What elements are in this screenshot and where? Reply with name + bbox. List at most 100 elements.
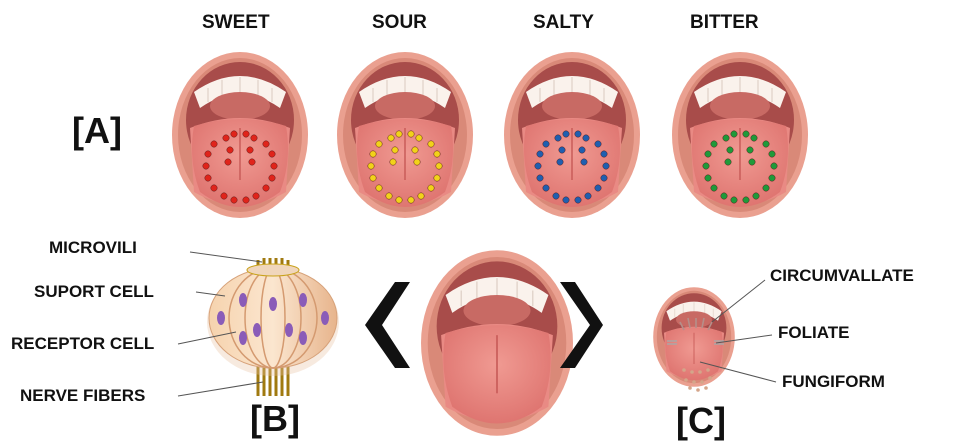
taste-dot <box>223 135 229 141</box>
taste-dot <box>579 147 585 153</box>
taste-dot <box>705 175 711 181</box>
taste-dot <box>263 185 269 191</box>
taste-dot <box>553 193 559 199</box>
taste-dot <box>723 135 729 141</box>
taste-dot <box>225 159 231 165</box>
mouth-center <box>421 250 573 436</box>
taste-dot <box>418 193 424 199</box>
taste-dot <box>392 147 398 153</box>
taste-dot <box>771 163 777 169</box>
taste-dot <box>595 141 601 147</box>
taste-dot <box>396 197 402 203</box>
panel-label-c: [C] <box>676 400 726 442</box>
label-circumvallate: CIRCUMVALLATE <box>770 266 914 286</box>
taste-dot <box>603 163 609 169</box>
taste-dot <box>376 185 382 191</box>
receptor-cell <box>321 311 329 325</box>
taste-dot <box>537 175 543 181</box>
taste-dot <box>368 163 374 169</box>
mouth-salty <box>504 52 640 218</box>
taste-dot <box>414 159 420 165</box>
taste-dot <box>211 141 217 147</box>
taste-dot <box>386 193 392 199</box>
taste-dot <box>436 163 442 169</box>
taste-dot <box>535 163 541 169</box>
taste-dot <box>416 135 422 141</box>
taste-dot <box>388 135 394 141</box>
taste-dot <box>543 185 549 191</box>
taste-dot <box>575 197 581 203</box>
taste-dot <box>390 159 396 165</box>
mouth-bitter <box>672 52 808 218</box>
taste-dot <box>601 175 607 181</box>
chevron-left-icon <box>365 282 410 368</box>
taste-dot <box>749 159 755 165</box>
taste-dot <box>396 131 402 137</box>
taste-dot <box>434 175 440 181</box>
label-nerve-fibers: NERVE FIBERS <box>20 386 145 406</box>
taste-dot <box>205 151 211 157</box>
taste-dot <box>725 159 731 165</box>
taste-dot <box>705 151 711 157</box>
taste-dot <box>581 159 587 165</box>
taste-dot <box>585 193 591 199</box>
receptor-cell <box>239 293 247 307</box>
taste-dot <box>370 151 376 157</box>
taste-dot <box>370 175 376 181</box>
taste-dot <box>559 147 565 153</box>
taste-dot <box>271 163 277 169</box>
mouth-sweet <box>172 52 308 218</box>
panel-label-b: [B] <box>250 398 300 440</box>
taste-dot <box>243 131 249 137</box>
receptor-cell <box>253 323 261 337</box>
taste-dot <box>428 185 434 191</box>
taste-dot <box>227 147 233 153</box>
taste-dot <box>575 131 581 137</box>
taste-dot <box>231 131 237 137</box>
receptor-cell <box>299 293 307 307</box>
taste-dot <box>253 193 259 199</box>
label-microvili: MICROVILI <box>49 238 137 258</box>
taste-dot <box>243 197 249 203</box>
taste-label-sour: SOUR <box>372 12 427 34</box>
taste-dot <box>251 135 257 141</box>
taste-dot <box>211 185 217 191</box>
receptor-cell <box>239 331 247 345</box>
taste-label-bitter: BITTER <box>690 12 759 34</box>
taste-dot <box>557 159 563 165</box>
taste-dot <box>711 185 717 191</box>
taste-dot <box>731 131 737 137</box>
taste-dot <box>205 175 211 181</box>
taste-dot <box>763 141 769 147</box>
taste-dot <box>601 151 607 157</box>
taste-dot <box>563 131 569 137</box>
taste-dot <box>769 175 775 181</box>
taste-label-salty: SALTY <box>533 12 594 34</box>
taste-dot <box>711 141 717 147</box>
taste-dot <box>412 147 418 153</box>
taste-dot <box>543 141 549 147</box>
receptor-cell <box>299 331 307 345</box>
taste-dot <box>221 193 227 199</box>
taste-dot <box>269 175 275 181</box>
taste-dot <box>203 163 209 169</box>
taste-dot <box>763 185 769 191</box>
taste-dot <box>747 147 753 153</box>
receptor-cell <box>285 323 293 337</box>
taste-dot <box>743 197 749 203</box>
taste-dot <box>247 147 253 153</box>
receptor-cell <box>217 311 225 325</box>
label-fungiform: FUNGIFORM <box>782 372 885 392</box>
label-foliate: FOLIATE <box>778 323 849 343</box>
taste-dot <box>751 135 757 141</box>
taste-dot <box>703 163 709 169</box>
mouth-sour <box>337 52 473 218</box>
taste-dot <box>595 185 601 191</box>
taste-dot <box>537 151 543 157</box>
taste-dot <box>249 159 255 165</box>
taste-bud-illustration <box>207 258 339 396</box>
taste-dot <box>743 131 749 137</box>
taste-dot <box>263 141 269 147</box>
taste-dot <box>408 131 414 137</box>
